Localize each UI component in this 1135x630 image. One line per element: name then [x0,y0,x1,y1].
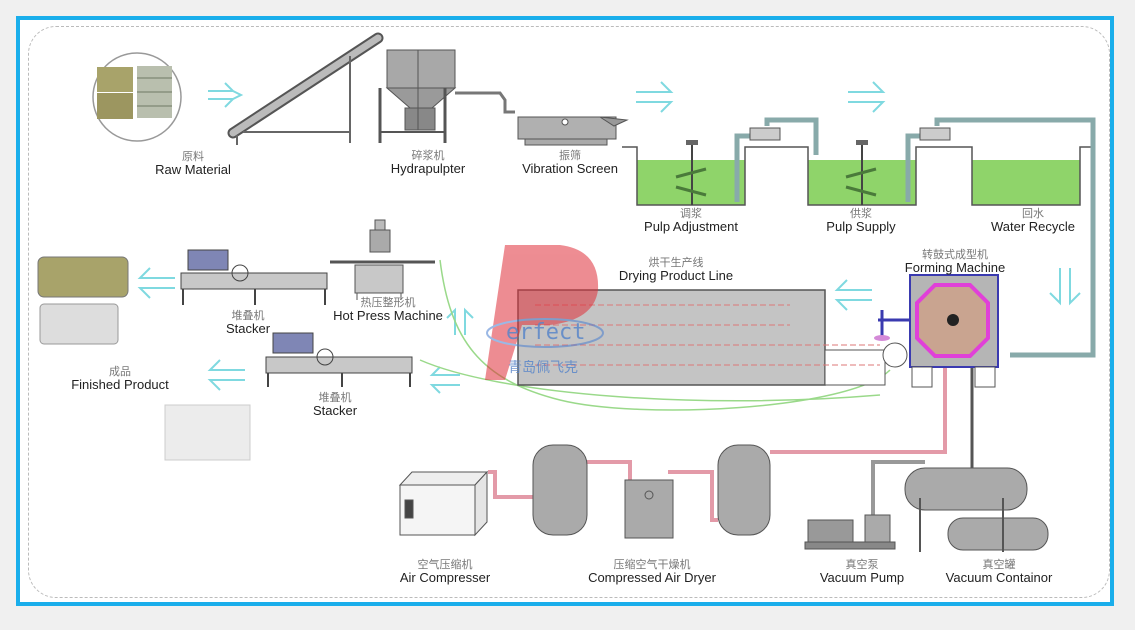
air-dryer-icon [624,479,674,539]
watermark-text: erfect [506,320,586,345]
air-tank-1-icon [532,444,588,536]
company-logo-watermark [485,245,604,380]
arrow-right-3 [848,81,886,113]
conveyor-icon [227,32,384,145]
drying-line-icon [517,289,908,386]
arrow-left-3 [207,359,245,391]
forming-machine-icon [874,274,999,388]
vacuum-system [804,368,1049,552]
pulp-tanks [622,117,1096,358]
air-tank-2-icon [717,444,771,536]
pump-1 [749,127,781,141]
arrow-right-1 [208,82,244,108]
water-recycle-tank [972,160,1080,205]
hydrapulpter-icon [378,49,515,143]
pump-2 [919,127,951,141]
arrow-left-2 [137,267,175,299]
vacuum-pump-icon [804,514,896,550]
conveyor-curves [419,259,891,411]
arrow-right-2 [636,81,674,113]
stacker-2-icon [265,332,413,387]
dashed-border [28,26,1110,598]
air-compressor-icon [398,470,489,537]
arrow-up-1 [446,307,474,335]
stacker-1-icon [180,249,328,305]
flow-arrows [137,81,1081,394]
arrow-down-1 [1049,268,1081,306]
hot-press-icon [330,219,435,300]
arrow-left-4 [429,366,460,394]
raw-material-icon [92,52,182,142]
finished-product-icon [37,256,251,461]
watermark-cn: 青岛佩飞克 [508,360,578,376]
air-system [398,368,947,539]
vibration-screen-icon [517,116,629,146]
vacuum-container-icon [904,467,1049,552]
arrow-left-1 [834,279,872,311]
